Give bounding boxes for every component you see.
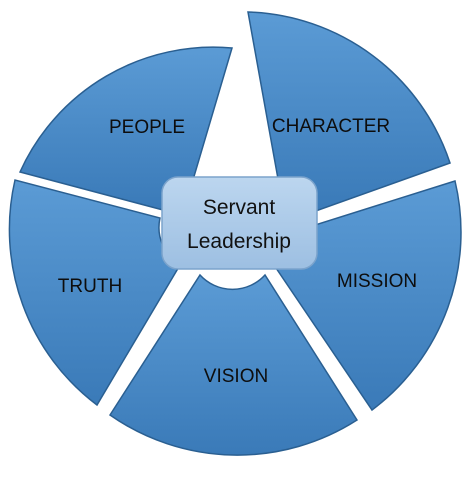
segment-label-truth: TRUTH [58,276,122,297]
segments [8,11,462,456]
center-label-line1: Servant [203,196,276,219]
center-box [161,176,318,270]
center-label-line2: Leadership [187,230,291,253]
segment-label-character: CHARACTER [272,116,390,137]
segment-label-people: PEOPLE [109,117,185,138]
segment-vision [108,273,359,456]
segment-label-vision: VISION [204,366,268,387]
segment-label-mission: MISSION [337,271,417,292]
